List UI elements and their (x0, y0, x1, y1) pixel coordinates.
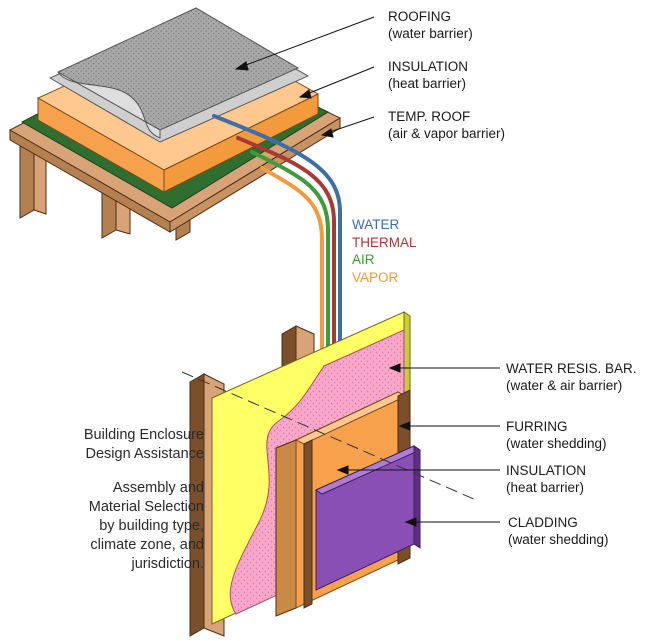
side-body: Assembly and Material Selection by build… (40, 479, 204, 574)
label-temp-roof-sub: (air & vapor barrier) (388, 126, 506, 141)
label-roof-insulation: INSULATION (heat barrier) (388, 58, 468, 92)
furring-left (275, 439, 297, 617)
label-wall-insulation-title: INSULATION (506, 463, 587, 478)
side-body-line-1: Assembly and (112, 480, 204, 496)
label-wrb-title: WATER RESIS. BAR. (506, 361, 637, 376)
vapor-line (260, 166, 324, 358)
label-wrb-sub: (water & air barrier) (506, 378, 623, 393)
side-heading-line-2: Design Assistance (85, 446, 204, 462)
side-body-line-5: jurisdiction. (131, 556, 204, 572)
label-furring-title: FURRING (506, 419, 568, 434)
legend-air: AIR (352, 252, 375, 267)
label-roof-insulation-title: INSULATION (388, 59, 469, 74)
label-cladding-sub: (water shedding) (508, 532, 609, 547)
label-furring-sub: (water shedding) (506, 436, 607, 451)
label-roofing-sub: (water barrier) (388, 26, 473, 41)
side-heading: Building Enclosure Design Assistance (40, 426, 204, 464)
legend-vapor: VAPOR (352, 269, 399, 285)
side-body-line-2: Material Selection (88, 499, 204, 515)
water-line (212, 114, 342, 348)
label-cladding: CLADDING (water shedding) (508, 514, 609, 548)
side-heading-line-1: Building Enclosure (83, 427, 204, 443)
leader-arrows (234, 16, 500, 527)
side-body-line-4: climate zone, and (90, 537, 204, 553)
continuity-legend: WATER THERMAL AIR VAPOR (352, 216, 417, 286)
legend-water: WATER (352, 217, 400, 232)
label-temp-roof: TEMP. ROOF (air & vapor barrier) (388, 108, 505, 142)
legend-thermal: THERMAL (352, 234, 417, 250)
roof-assembly (8, 7, 342, 241)
label-cladding-title: CLADDING (508, 515, 578, 530)
label-wall-insulation-sub: (heat barrier) (506, 480, 585, 495)
label-roof-insulation-sub: (heat barrier) (388, 76, 467, 91)
thermal-line (236, 136, 336, 422)
insulation-slab-right (163, 93, 319, 193)
label-wall-insulation: INSULATION (heat barrier) (506, 462, 586, 496)
wall-assembly (181, 311, 477, 637)
continuity-lines (212, 114, 342, 422)
label-furring: FURRING (water shedding) (506, 418, 607, 452)
side-body-line-3: by building type, (99, 518, 204, 534)
label-wrb: WATER RESIS. BAR. (water & air barrier) (506, 360, 637, 394)
label-temp-roof-title: TEMP. ROOF (388, 109, 471, 124)
air-line (250, 150, 330, 354)
label-roofing-title: ROOFING (388, 9, 451, 24)
roofing-peel (57, 71, 161, 139)
label-roofing: ROOFING (water barrier) (388, 8, 473, 42)
